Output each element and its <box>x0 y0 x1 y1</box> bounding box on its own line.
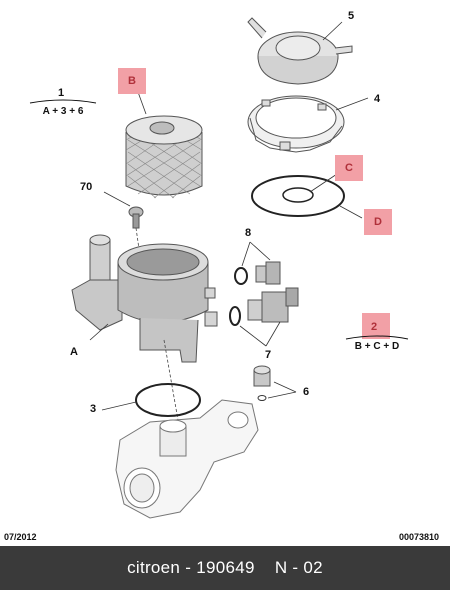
callout-box-b: B <box>118 68 146 94</box>
footer-date: 07/2012 <box>4 532 37 542</box>
part-6-plug <box>253 365 271 401</box>
callout-6: 6 <box>303 386 310 398</box>
part-3-oring <box>135 383 201 417</box>
part-5-cover <box>247 17 353 85</box>
formula-1: A + 3 + 6 <box>42 106 84 117</box>
footer-ref: 00073810 <box>399 532 440 542</box>
part-4-ring <box>247 95 345 153</box>
base-module <box>115 399 259 519</box>
footer-sep-1: - <box>180 558 197 577</box>
callout-a: A <box>70 346 78 358</box>
callout-1: 1 <box>58 87 65 99</box>
part-8-fitting <box>234 261 281 285</box>
part-b-filter-cartridge <box>125 115 203 199</box>
footer-sep-2 <box>255 558 275 578</box>
part-70-screw <box>128 206 144 229</box>
footer-brand: citroen <box>127 558 181 577</box>
callout-70: 70 <box>80 181 93 193</box>
part-seals <box>251 175 345 217</box>
callout-box-d: D <box>364 209 392 235</box>
callout-3: 3 <box>90 403 97 415</box>
callout-5: 5 <box>348 10 355 22</box>
footer-part-number: 190649 <box>196 558 255 577</box>
callout-7: 7 <box>265 349 272 361</box>
callout-8: 8 <box>245 227 252 239</box>
formula-1-bracket <box>29 99 97 104</box>
formula-2-bracket <box>345 335 409 340</box>
footer-bar: citroen - 190649 N - 02 <box>0 546 450 590</box>
callout-2: 2 <box>371 321 378 333</box>
formula-2: B + C + D <box>354 341 400 352</box>
exploded-parts-diagram <box>71 17 369 519</box>
part-7-sensor <box>229 287 299 326</box>
callout-4: 4 <box>374 93 381 105</box>
footer-code: N - 02 <box>274 558 323 577</box>
part-a-housing <box>71 234 218 363</box>
callout-box-c: C <box>335 155 363 181</box>
